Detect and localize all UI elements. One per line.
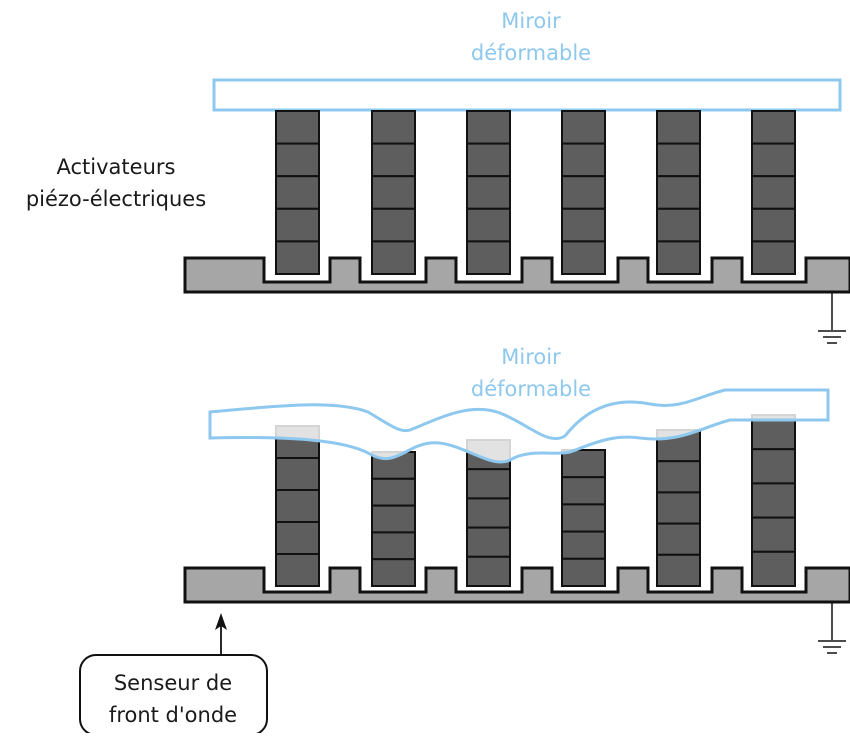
piezo-segment <box>371 207 416 243</box>
piezo-segment <box>275 489 320 523</box>
piezo-segment <box>371 558 416 588</box>
piezo-segment <box>466 468 511 500</box>
piezo-segment <box>371 175 416 210</box>
mirror-label-bottom-line1: Miroir <box>501 345 561 369</box>
deformed-mirror <box>208 388 830 464</box>
piezo-segment <box>466 240 511 275</box>
piezo-segment <box>371 531 416 561</box>
piezo-segment <box>751 175 796 210</box>
piezo-segment <box>275 142 320 178</box>
piezo-segment <box>751 240 796 275</box>
actuators-label-line2: piézo-électriques <box>26 187 206 211</box>
ground-icon <box>818 292 846 344</box>
piezo-segment <box>656 142 701 178</box>
piezo-segment <box>371 477 416 507</box>
piezo-segment <box>656 553 701 587</box>
ground-icon <box>818 602 846 654</box>
piezo-segment <box>656 207 701 243</box>
sensor-label-line2: front d'onde <box>109 703 237 727</box>
sensor-label-line1: Senseur de <box>114 671 232 695</box>
piezo-segment <box>466 497 511 529</box>
actuator-group-top <box>275 110 796 275</box>
piezo-segment <box>561 142 606 178</box>
piezo-segment <box>561 476 606 506</box>
piezo-segment <box>275 207 320 243</box>
piezo-segment <box>656 522 701 556</box>
piezo-segment <box>656 240 701 275</box>
piezo-segment <box>751 110 796 145</box>
piezo-segment <box>561 207 606 243</box>
piezo-segment <box>561 240 606 275</box>
arrow-up-icon <box>215 613 227 654</box>
piezo-segment <box>275 175 320 210</box>
flat-mirror <box>212 78 842 112</box>
actuator-group-bottom <box>275 414 796 588</box>
piezo-segment <box>275 553 320 587</box>
top-panel: Miroir déformable Activateurs piézo-élec… <box>26 9 850 344</box>
piezo-segment <box>561 530 606 560</box>
piezo-segment <box>656 460 701 494</box>
piezo-segment <box>656 175 701 210</box>
piezo-segment <box>751 207 796 243</box>
mirror-label-top-line2: déformable <box>471 41 591 65</box>
base-plate-bottom <box>183 566 850 604</box>
piezo-segment <box>561 110 606 145</box>
piezo-segment <box>371 142 416 178</box>
piezo-segment <box>275 457 320 491</box>
piezo-segment <box>561 175 606 210</box>
piezo-segment <box>466 142 511 178</box>
piezo-segment <box>751 550 796 587</box>
piezo-segment <box>466 555 511 587</box>
piezo-segment <box>656 491 701 525</box>
piezo-segment <box>561 503 606 533</box>
actuators-label-line1: Activateurs <box>57 155 176 179</box>
piezo-segment <box>466 526 511 558</box>
piezo-segment <box>751 142 796 178</box>
piezo-segment <box>371 504 416 534</box>
piezo-segment <box>751 482 796 519</box>
base-plate-top <box>183 256 850 294</box>
piezo-segment <box>275 240 320 275</box>
piezo-segment <box>371 240 416 275</box>
piezo-segment <box>561 557 606 587</box>
piezo-segment <box>751 516 796 553</box>
mirror-label-bottom-line2: déformable <box>471 377 591 401</box>
piezo-segment <box>275 521 320 555</box>
mirror-label-top-line1: Miroir <box>501 9 561 33</box>
piezo-segment <box>371 110 416 145</box>
piezo-segment <box>656 110 701 145</box>
piezo-segment <box>466 207 511 243</box>
bottom-panel: Miroir déformable Senseur de front d'ond… <box>79 345 850 736</box>
piezo-segment <box>275 110 320 145</box>
piezo-segment <box>561 449 606 479</box>
piezo-segment <box>466 110 511 145</box>
piezo-segment <box>751 448 796 485</box>
piezo-segment <box>466 175 511 210</box>
